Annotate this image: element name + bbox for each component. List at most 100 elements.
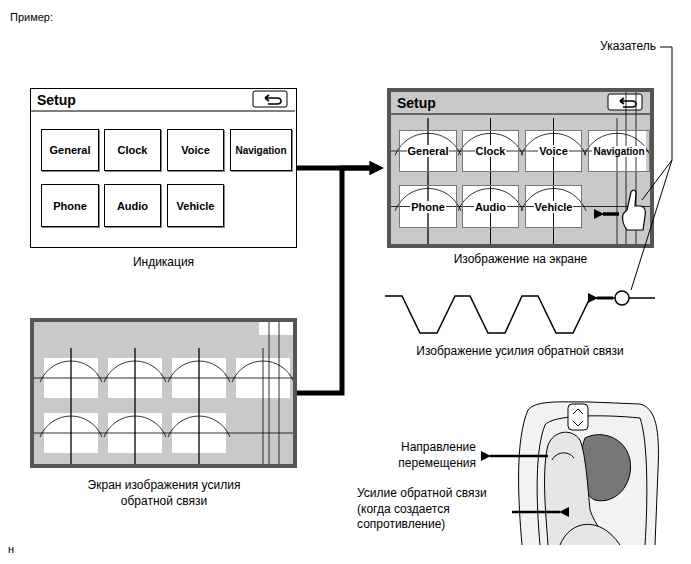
force-line xyxy=(279,322,280,464)
button-label: General xyxy=(407,145,450,157)
pointer-hand xyxy=(623,190,646,230)
menu-button: Navigation xyxy=(588,130,650,172)
example-label: Пример: xyxy=(10,10,130,24)
button-face xyxy=(399,130,457,172)
force-line xyxy=(490,118,491,244)
move-arrow xyxy=(490,455,548,458)
force-line xyxy=(135,348,136,464)
button-zone xyxy=(44,413,98,453)
force-line xyxy=(199,348,200,464)
caption: Индикация xyxy=(31,255,296,271)
screen-title: Setup xyxy=(397,94,436,112)
force-line xyxy=(553,118,554,244)
pointer-dot xyxy=(615,291,629,305)
button-face xyxy=(525,185,582,228)
screen-title: Setup xyxy=(37,91,76,109)
screen-art xyxy=(391,92,650,244)
button-label: Clock xyxy=(475,145,507,157)
button-label: Audio xyxy=(116,200,149,212)
title-bar-line xyxy=(31,111,295,112)
button-zone xyxy=(236,358,290,398)
leader-line xyxy=(631,47,672,290)
button-label: Clock xyxy=(117,144,149,156)
force-line xyxy=(34,433,293,434)
flow-arrow xyxy=(297,168,371,393)
caption: Экран изображения усилия обратной связи xyxy=(64,478,264,509)
screen-box: SetupИзображение на экранеGeneralClockVo… xyxy=(387,88,654,248)
back-button xyxy=(608,94,642,110)
force-label: Усилие обратной связи (когда создается с… xyxy=(357,486,507,533)
force-line xyxy=(263,348,264,464)
menu-button: Phone xyxy=(399,185,457,228)
pointer-label: Указатель xyxy=(540,39,656,55)
force-line xyxy=(269,322,270,464)
button-label: Audio xyxy=(474,201,507,213)
title-bar-line xyxy=(391,114,650,115)
button-label: Vehicle xyxy=(176,200,216,212)
screen-box: SetupИндикацияGeneralClockVoiceNavigatio… xyxy=(30,88,297,248)
button-label: Phone xyxy=(52,200,88,212)
feedback-screen: Экран изображения усилия обратной связи xyxy=(30,318,297,468)
force-line xyxy=(617,118,618,244)
menu-button: Audio xyxy=(104,184,161,227)
menu-button: Clock xyxy=(104,129,161,171)
force-wave xyxy=(168,416,230,437)
force-wave xyxy=(104,361,166,382)
back-icon xyxy=(620,98,636,107)
force-line xyxy=(626,92,627,244)
button-face xyxy=(525,130,582,172)
back-icon xyxy=(265,95,281,104)
pointer-arrow xyxy=(597,297,613,300)
menu-button: General xyxy=(399,130,457,172)
force-line xyxy=(553,118,554,244)
force-wave xyxy=(168,361,230,382)
direction-label: Направление перемещения xyxy=(380,440,476,471)
button-label: Voice xyxy=(180,144,211,156)
menu-button: Vehicle xyxy=(525,185,582,228)
force-line xyxy=(199,348,200,464)
force-line xyxy=(490,118,491,244)
force-line xyxy=(135,348,136,464)
button-face xyxy=(462,130,519,172)
button-label: Voice xyxy=(538,145,569,157)
screen-art xyxy=(34,322,293,464)
button-zone xyxy=(108,413,162,453)
force-wave xyxy=(40,416,102,437)
button-zone xyxy=(172,413,226,453)
menu-button: Voice xyxy=(167,129,224,171)
force-line xyxy=(428,118,429,244)
button-label: Navigation xyxy=(592,146,645,157)
menu-button: Audio xyxy=(462,185,519,228)
back-button xyxy=(253,91,287,107)
menu-button: General xyxy=(41,129,99,171)
pointer-arrow xyxy=(603,212,619,216)
force-line xyxy=(71,348,72,464)
force-wave xyxy=(232,361,293,382)
force-line xyxy=(71,348,72,464)
menu-button: Vehicle xyxy=(167,184,224,227)
button-face xyxy=(462,185,519,228)
button-face xyxy=(588,130,646,172)
force-wave xyxy=(104,416,166,437)
menu-button: Navigation xyxy=(230,129,292,171)
button-zone xyxy=(44,358,98,398)
button-label: General xyxy=(49,144,92,156)
force-line xyxy=(428,118,429,244)
force-arrow xyxy=(512,511,560,514)
button-label: Vehicle xyxy=(534,201,574,213)
controller xyxy=(519,402,659,545)
button-label: Navigation xyxy=(234,145,287,156)
force-profile xyxy=(385,296,655,333)
menu-button: Voice xyxy=(525,130,582,172)
force-line xyxy=(636,92,637,244)
button-label: Phone xyxy=(410,201,446,213)
button-zone xyxy=(172,358,226,398)
back-zone xyxy=(259,322,293,335)
menu-button: Clock xyxy=(462,130,519,172)
flow-arrow xyxy=(297,166,371,171)
button-face xyxy=(399,185,457,228)
menu-button: Phone xyxy=(41,184,99,227)
button-zone xyxy=(108,358,162,398)
profile-caption: Изображение усилия обратной связи xyxy=(415,344,625,360)
